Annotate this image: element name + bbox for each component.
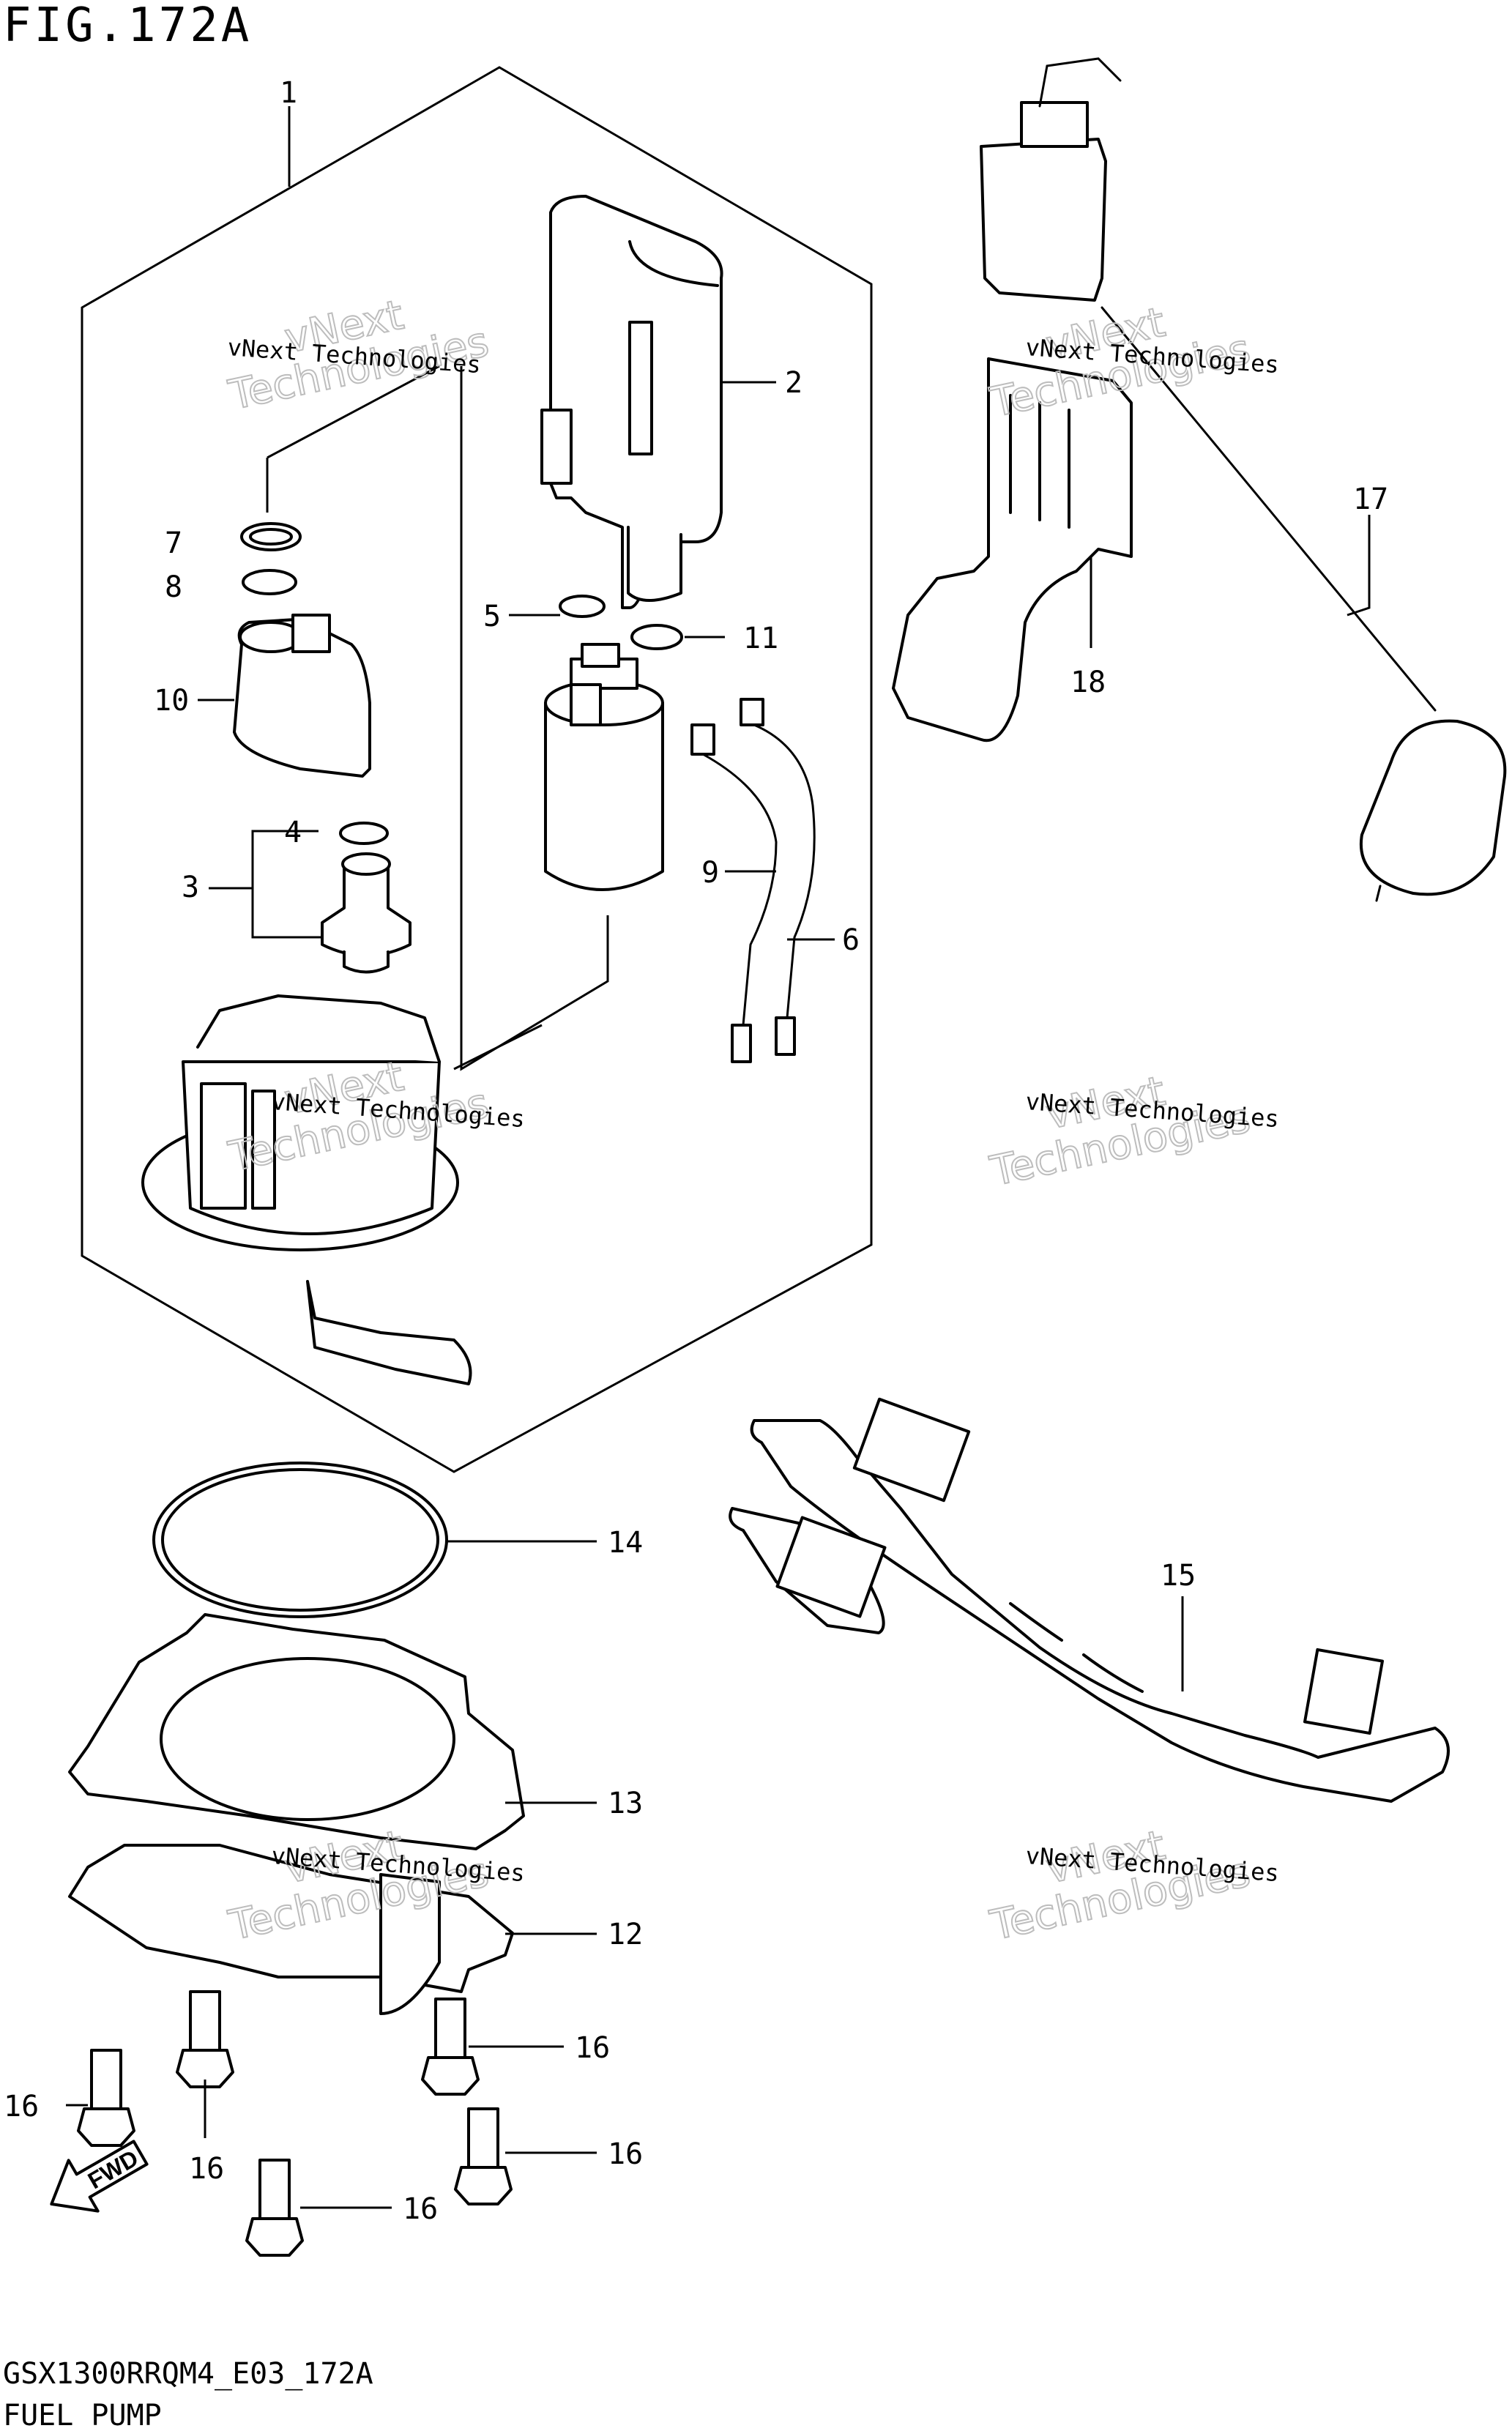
leader-pump bbox=[460, 366, 609, 1071]
callout-17: 17 bbox=[1353, 483, 1388, 516]
leader-7b bbox=[267, 365, 440, 459]
figure-caption: FUEL PUMP bbox=[3, 2399, 162, 2431]
callout-16a: 16 bbox=[575, 2031, 610, 2065]
callout-13: 13 bbox=[608, 1787, 643, 1820]
bolt-16-d bbox=[454, 2107, 513, 2205]
leader-17 bbox=[1347, 515, 1371, 617]
ring-5-part bbox=[559, 595, 606, 618]
regulator-part bbox=[321, 852, 411, 974]
leader-3b bbox=[251, 888, 322, 939]
bolt-16-c bbox=[77, 2049, 135, 2147]
ring-7-inner bbox=[249, 528, 293, 546]
pump-cover-part bbox=[540, 195, 723, 609]
figure-title: FIG.172A bbox=[3, 0, 252, 53]
callout-3: 3 bbox=[182, 871, 199, 904]
callout-16d: 16 bbox=[608, 2137, 643, 2171]
callout-16c: 16 bbox=[4, 2090, 39, 2123]
o-ring-14-inner bbox=[161, 1468, 439, 1612]
callout-11: 11 bbox=[743, 622, 778, 655]
callout-14: 14 bbox=[608, 1526, 643, 1560]
callout-1: 1 bbox=[280, 76, 297, 110]
callout-6: 6 bbox=[842, 923, 860, 957]
ring-8-part bbox=[242, 569, 297, 595]
ring-11-part bbox=[630, 624, 683, 650]
bolt-16-b bbox=[421, 1998, 480, 2096]
assembly-outline bbox=[81, 66, 873, 1473]
callout-12: 12 bbox=[608, 1918, 643, 1951]
model-code: GSX1300RRQM4_E03_172A bbox=[3, 2357, 373, 2391]
leader-pump-b bbox=[453, 1024, 543, 1071]
callout-4: 4 bbox=[284, 816, 302, 849]
callout-18: 18 bbox=[1070, 666, 1106, 699]
fuel-pump-motor-part bbox=[544, 643, 664, 891]
callout-15: 15 bbox=[1161, 1559, 1196, 1593]
regulator-housing-part bbox=[233, 614, 371, 778]
gasket-12-part bbox=[68, 1844, 514, 2015]
pump-bracket-part bbox=[141, 994, 472, 1385]
leader-3-4 bbox=[209, 830, 319, 890]
callout-7: 7 bbox=[165, 526, 182, 560]
fuel-gauge-17-part bbox=[980, 57, 1507, 902]
ring-4-part bbox=[339, 822, 389, 845]
callout-9: 9 bbox=[701, 856, 719, 890]
plate-13-part bbox=[68, 1613, 525, 1850]
bolt-16-a bbox=[176, 1990, 234, 2088]
wire-harness-part bbox=[690, 698, 816, 1063]
callout-2: 2 bbox=[785, 366, 802, 400]
callout-16e: 16 bbox=[403, 2192, 438, 2226]
hose-15-part bbox=[729, 1397, 1450, 1803]
callout-5: 5 bbox=[483, 600, 501, 633]
callout-8: 8 bbox=[165, 570, 182, 604]
bolt-16-e bbox=[245, 2159, 304, 2257]
callout-10: 10 bbox=[154, 684, 189, 718]
callout-16b: 16 bbox=[189, 2152, 224, 2186]
bracket-18-part bbox=[892, 357, 1133, 742]
